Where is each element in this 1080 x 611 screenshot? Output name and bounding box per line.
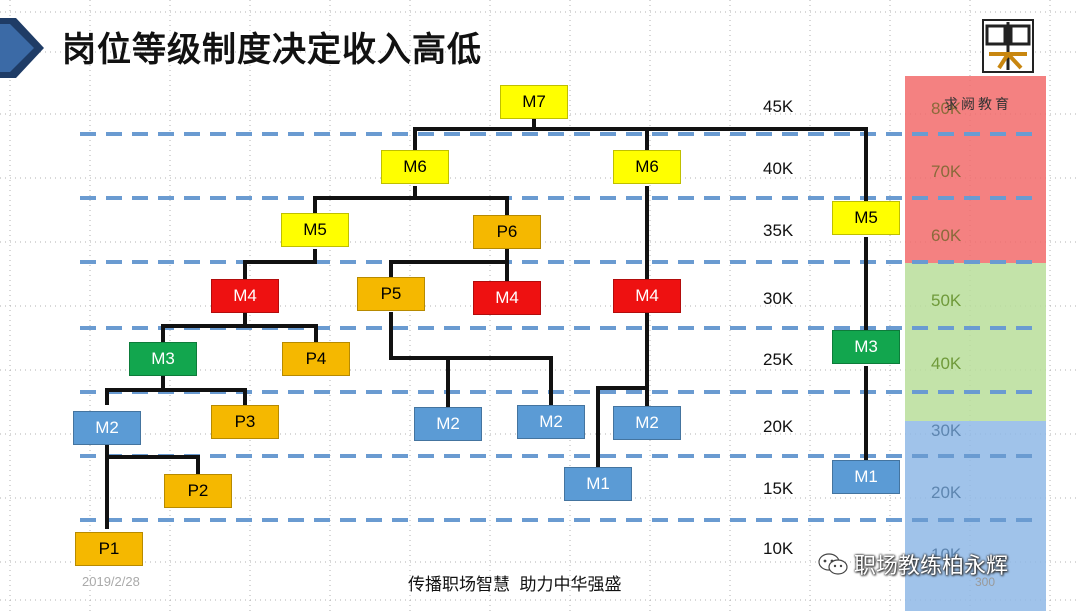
band-blue — [905, 421, 1046, 611]
node-p1: P1 — [75, 532, 143, 566]
level-label-25k: 25K — [763, 350, 794, 369]
band-label-60k: 60K — [931, 226, 962, 245]
node-m2-b: M2 — [517, 405, 585, 439]
level-label-20k: 20K — [763, 417, 794, 436]
wechat-account-name: 职场教练柏永辉 — [854, 554, 1009, 579]
node-m1-mid: M1 — [564, 467, 632, 501]
node-m6-right: M6 — [613, 150, 681, 184]
node-p5: P5 — [357, 277, 425, 311]
level-label-40k: 40K — [763, 159, 794, 178]
level-label-15k: 15K — [763, 479, 794, 498]
logo-text: 求阙教育 — [944, 97, 1012, 113]
band-label-40k: 40K — [931, 354, 962, 373]
wechat-watermark: 职场教练柏永辉 — [818, 548, 1008, 580]
band-label-50k: 50K — [931, 291, 962, 310]
wechat-icon — [818, 553, 848, 575]
node-m4-mid: M4 — [473, 281, 541, 315]
footer-date: 2019/2/28 — [82, 574, 140, 589]
band-label-70k: 70K — [931, 162, 962, 181]
node-m1-right: M1 — [832, 460, 900, 494]
node-p6: P6 — [473, 215, 541, 249]
node-m3-left: M3 — [129, 342, 197, 376]
node-m3-right: M3 — [832, 330, 900, 364]
node-m7: M7 — [500, 85, 568, 119]
title-chevron-icon — [0, 18, 44, 78]
tree-connectors — [105, 118, 868, 529]
node-m2-c: M2 — [613, 406, 681, 440]
footer-page-number: 300 — [975, 575, 996, 589]
node-m5-left: M5 — [281, 213, 349, 247]
node-p2: P2 — [164, 474, 232, 508]
footer-slogan: 传播职场智慧 助力中华强盛 — [408, 575, 622, 594]
band-label-30k: 30K — [931, 421, 962, 440]
node-p4: P4 — [282, 342, 350, 376]
band-label-20k: 20K — [931, 483, 962, 502]
band-label-10k: 10K — [931, 545, 962, 564]
level-label-30k: 30K — [763, 289, 794, 308]
level-label-10k: 10K — [763, 539, 794, 558]
node-m6-left: M6 — [381, 150, 449, 184]
node-m2-left: M2 — [73, 411, 141, 445]
node-m4-right: M4 — [613, 279, 681, 313]
logo — [981, 18, 1035, 74]
level-label-35k: 35K — [763, 221, 794, 240]
node-m5-right: M5 — [832, 201, 900, 235]
band-label-80k: 80K — [931, 99, 962, 118]
node-m2-a: M2 — [414, 407, 482, 441]
band-red — [905, 76, 1046, 263]
logo-icon — [982, 19, 1034, 73]
node-m4-left: M4 — [211, 279, 279, 313]
page-title: 岗位等级制度决定收入高低 — [62, 30, 482, 70]
node-p3: P3 — [211, 405, 279, 439]
level-label-45k: 45K — [763, 97, 794, 116]
band-green — [905, 263, 1046, 421]
